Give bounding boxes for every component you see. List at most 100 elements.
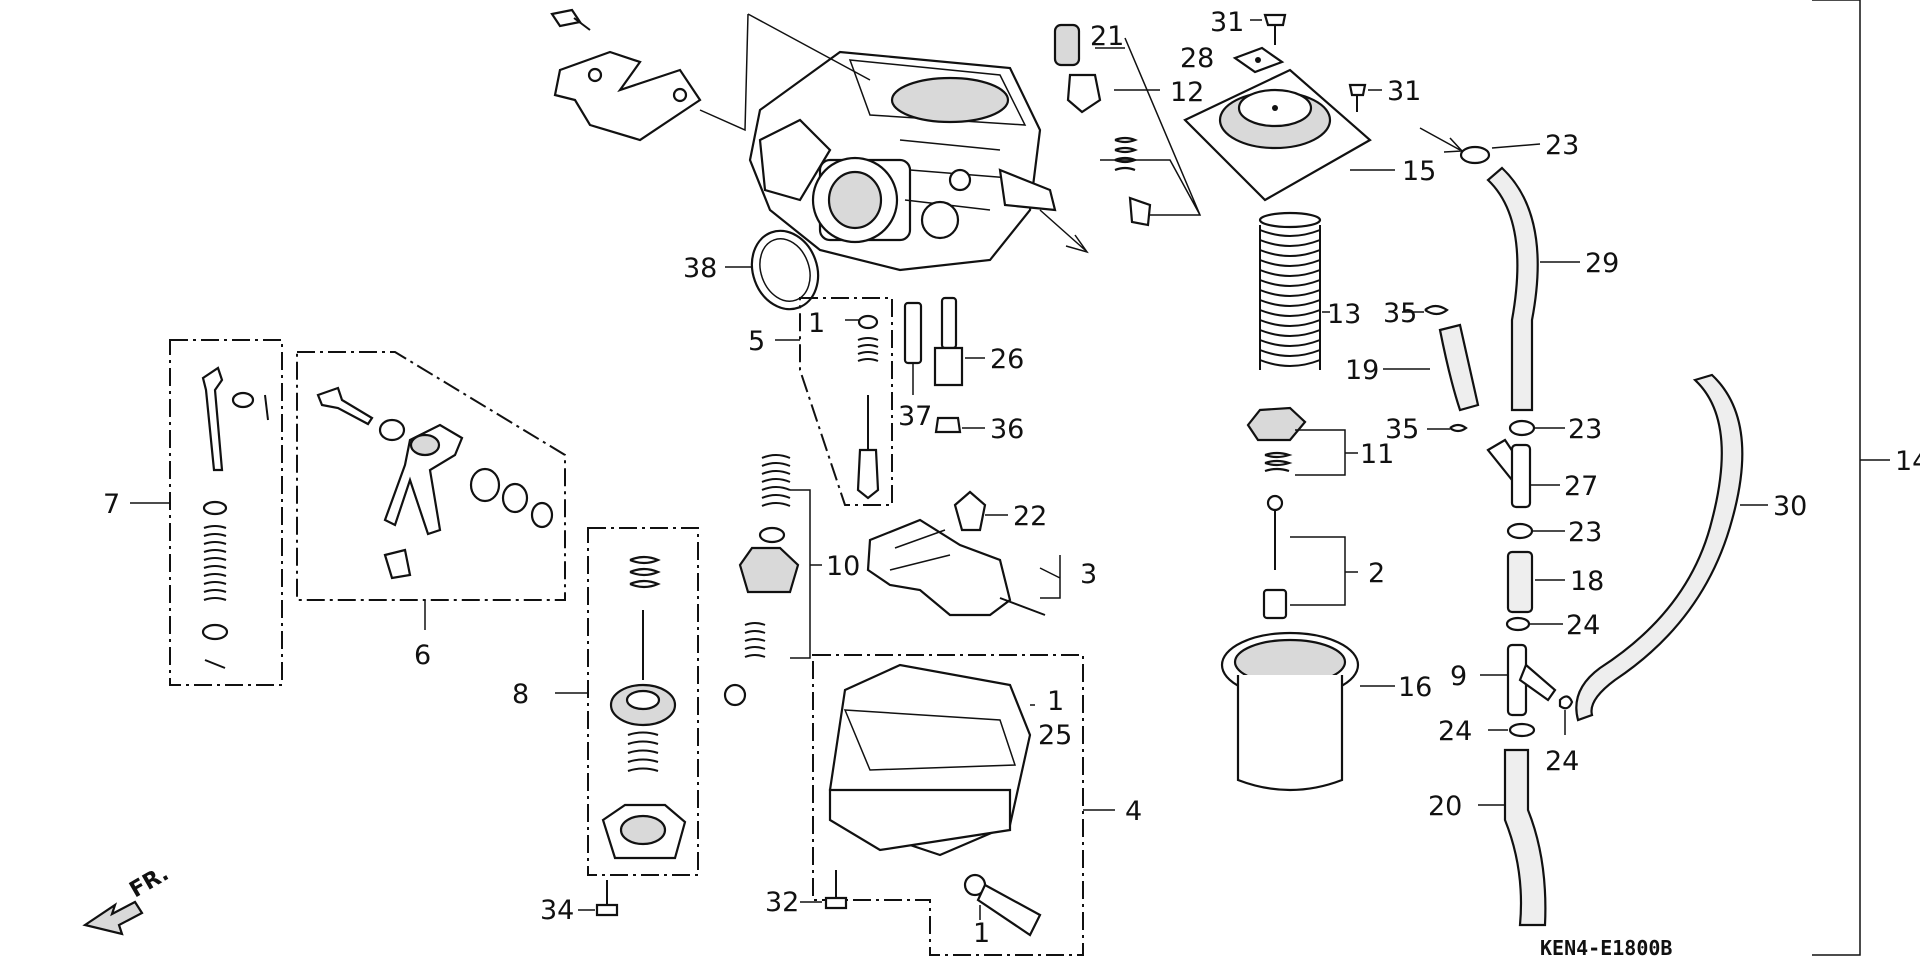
clamp-35-top [1402, 304, 1449, 316]
label-3: 3 [1080, 559, 1097, 590]
label-11: 11 [1360, 439, 1394, 470]
hose-29 [1486, 166, 1580, 412]
needle-holder-11 [1246, 406, 1307, 473]
label-29: 29 [1585, 248, 1619, 279]
hose-30 [1575, 373, 1768, 722]
clip-24-mid [1488, 722, 1536, 738]
main-jet-26 [933, 296, 985, 387]
label-14: 14 [1895, 446, 1920, 477]
float-3 [866, 518, 1061, 617]
screw-31-top [1250, 13, 1287, 45]
label-31-top: 31 [1210, 7, 1244, 38]
clip-28 [1232, 46, 1285, 74]
label-37: 37 [898, 401, 932, 432]
label-23-mid: 23 [1568, 414, 1602, 445]
throttle-arrow [1039, 209, 1089, 254]
label-21: 21 [1090, 21, 1124, 52]
clamp-35-bottom [1427, 423, 1468, 433]
pilot-screw-parts-5 [856, 314, 880, 500]
float-valve-22 [953, 490, 1008, 532]
group-4-frame [812, 654, 1084, 956]
bracket-leader [699, 13, 871, 132]
clip-24-top [1505, 616, 1563, 632]
label-36: 36 [990, 414, 1024, 445]
label-5: 5 [748, 326, 765, 357]
front-direction-arrow [82, 900, 144, 936]
label-24-right: 24 [1545, 746, 1579, 777]
label-9: 9 [1450, 661, 1467, 692]
label-23-top: 23 [1545, 130, 1579, 161]
carburetor-body [748, 50, 1057, 272]
throttle-stop-parts-7 [201, 366, 269, 669]
group-7-frame [169, 339, 283, 686]
bolt-34 [578, 880, 619, 917]
label-20: 20 [1428, 791, 1462, 822]
clamp-23-top [1419, 127, 1541, 165]
label-15: 15 [1402, 156, 1436, 187]
label-13: 13 [1327, 299, 1361, 330]
label-24-top: 24 [1566, 610, 1600, 641]
drawing-code: KEN4-E1800B [1540, 936, 1672, 959]
needle-jet-37 [903, 301, 923, 395]
part-number-labels: 1 1 1 2 3 4 5 6 7 8 9 10 11 12 13 14 15 … [103, 7, 1920, 949]
jet-36 [934, 416, 985, 434]
label-38: 38 [683, 253, 717, 284]
float-chamber-4 [828, 663, 1042, 937]
label-35-top: 35 [1383, 298, 1417, 329]
label-31-right: 31 [1387, 76, 1421, 107]
label-7: 7 [103, 489, 120, 520]
tube-18 [1506, 550, 1565, 614]
o-ring-38 [725, 229, 820, 311]
label-22: 22 [1013, 501, 1047, 532]
bolt-32 [800, 870, 848, 910]
label-1-pilot: 1 [808, 308, 825, 339]
label-4: 4 [1125, 796, 1142, 827]
tee-joint-9 [1480, 643, 1557, 717]
label-1-gasket: 1 [1047, 686, 1064, 717]
bracket-with-bolt [550, 8, 702, 142]
label-35-bottom: 35 [1385, 414, 1419, 445]
vacuum-chamber-cover [1183, 68, 1395, 202]
label-27: 27 [1564, 471, 1598, 502]
label-18: 18 [1570, 566, 1604, 597]
clamp-23-mid [1508, 419, 1565, 437]
screw-31-right [1348, 83, 1382, 112]
label-1-drain: 1 [973, 918, 990, 949]
clip-24-right [1558, 695, 1574, 735]
label-30: 30 [1773, 491, 1807, 522]
group-11-bracket [1295, 429, 1358, 476]
hose-19 [1383, 323, 1480, 412]
label-2: 2 [1368, 558, 1385, 589]
label-32: 32 [765, 887, 799, 918]
label-8: 8 [512, 679, 529, 710]
group-2-bracket [1290, 536, 1358, 606]
jet-needle-2 [1262, 494, 1288, 620]
label-26: 26 [990, 344, 1024, 375]
vacuum-piston-16 [1220, 631, 1395, 792]
label-25: 25 [1038, 720, 1072, 751]
pilot-jet-set [1053, 23, 1202, 227]
clamp-23-low [1506, 522, 1565, 540]
spring-13 [1258, 211, 1330, 370]
front-marker-label: FR. [126, 861, 174, 903]
group-14-bracket [1812, 0, 1890, 956]
label-6: 6 [414, 640, 431, 671]
label-16: 16 [1398, 672, 1432, 703]
group-8-frame [587, 527, 699, 876]
label-10: 10 [826, 551, 860, 582]
label-28: 28 [1180, 43, 1214, 74]
group-10-bracket [790, 489, 822, 659]
label-24-mid: 24 [1438, 716, 1472, 747]
joint-27 [1486, 438, 1560, 509]
float-valve-parts-10 [723, 454, 800, 707]
label-23-low: 23 [1568, 517, 1602, 548]
accelerator-pump-parts-8 [601, 555, 687, 860]
hose-20 [1478, 748, 1547, 927]
label-34: 34 [540, 895, 574, 926]
group-5-frame [799, 297, 893, 506]
label-19: 19 [1345, 355, 1379, 386]
choke-lever-parts-6 [316, 386, 554, 580]
group-6-frame [296, 351, 566, 601]
label-12: 12 [1170, 77, 1204, 108]
